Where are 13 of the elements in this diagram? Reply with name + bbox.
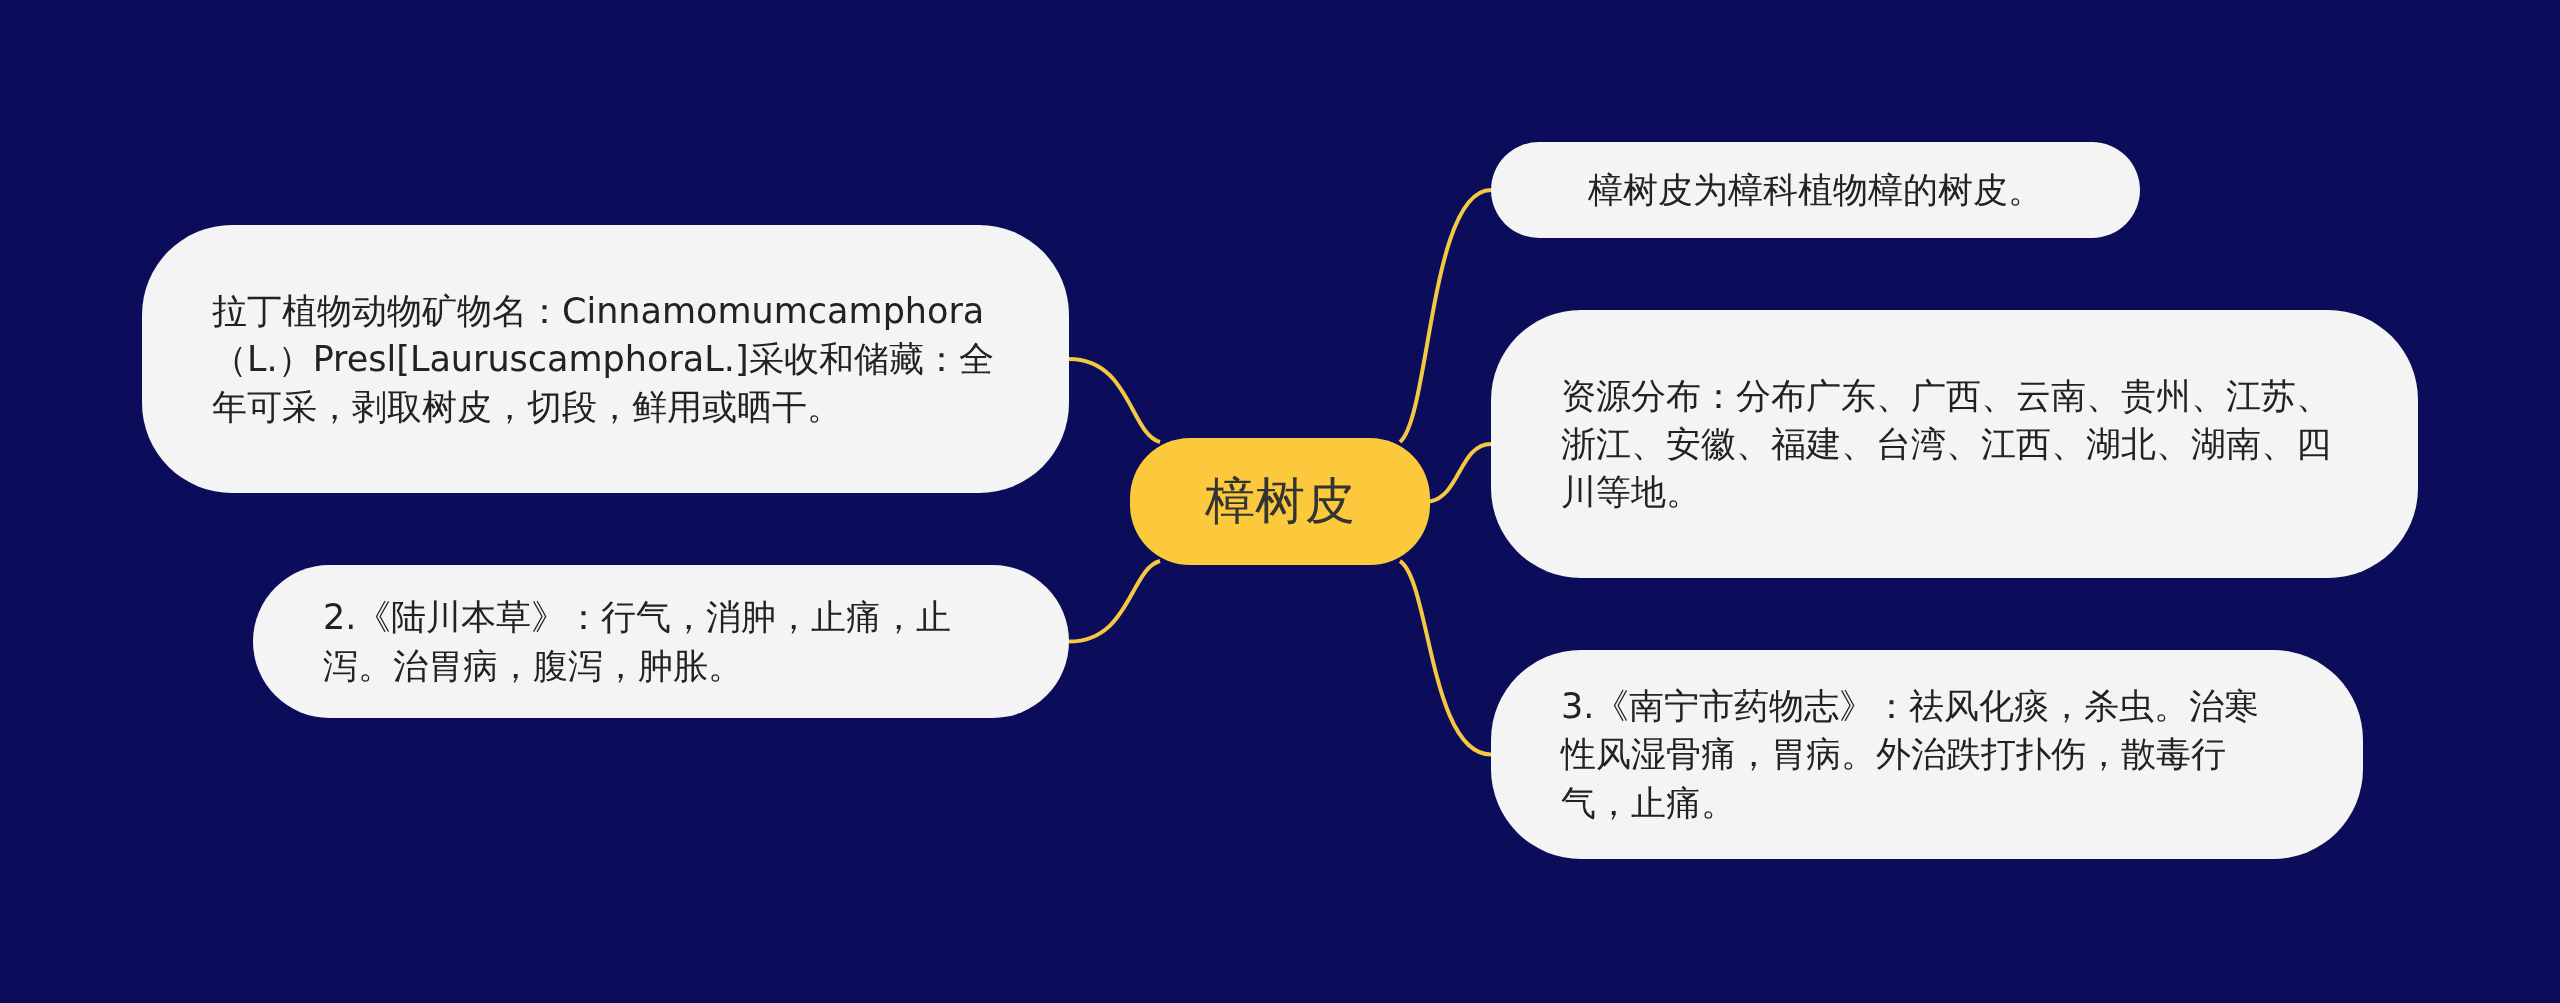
connector-line <box>1398 188 1492 444</box>
topic-node <box>1491 310 2418 578</box>
node-text: 拉丁植物动物矿物名：Cinnamomumcamphora（L.）Presl[LauruscamphoraL.]采收和储藏：全年可采，剥取树皮，切段，鲜用或晒干。 <box>212 289 995 430</box>
connector-line <box>1068 357 1161 444</box>
connector-line <box>1398 559 1492 757</box>
node-text: 2.《陆川本草》：行气，消肿，止痛，止泻。治胃病，腹泻，肿胀。 <box>323 596 953 688</box>
node-text: 樟树皮 <box>1205 471 1355 532</box>
node-text: 3.《南宁市药物志》：祛风化痰，杀虫。治寒性风湿骨痛，胃病。外治跌打扑伤，散毒行气，止痛。 <box>1561 685 2261 825</box>
topic-node <box>142 225 1069 493</box>
connector-line <box>1429 442 1492 504</box>
node-text: 资源分布：分布广东、广西、云南、贵州、江苏、浙江、安徽、福建、台湾、江西、湖北、湖南、四川等地。 <box>1561 374 2332 515</box>
node-text: 樟树皮为樟科植物樟的树皮。 <box>1588 168 2043 212</box>
connector-line <box>1068 559 1161 644</box>
